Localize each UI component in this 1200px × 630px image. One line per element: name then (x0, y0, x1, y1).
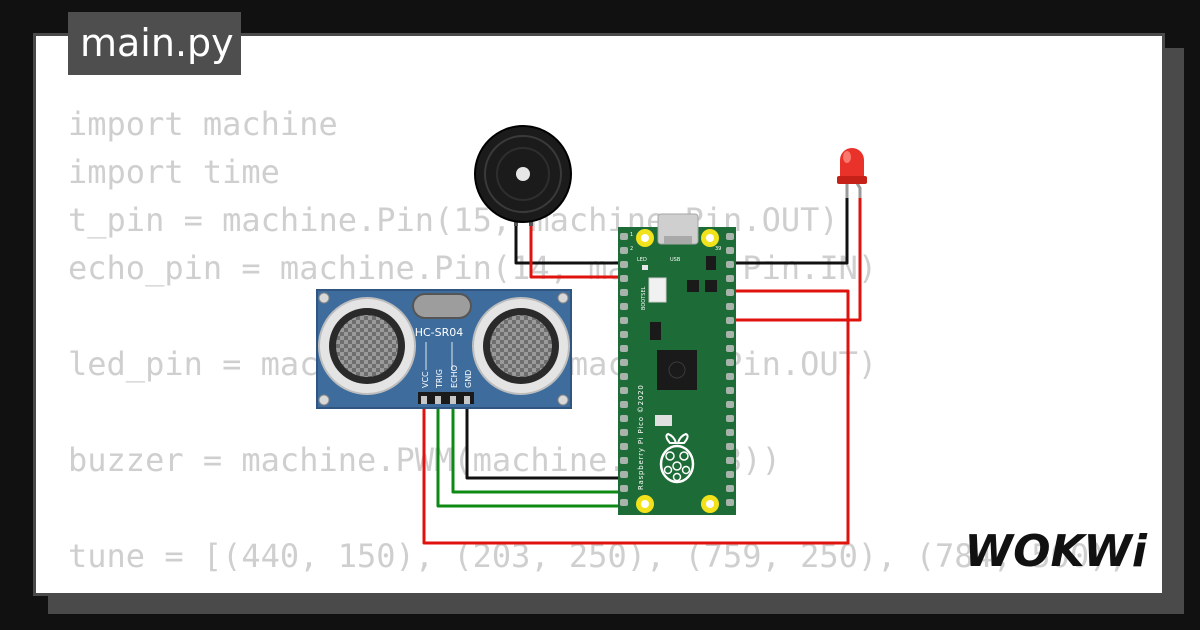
preview-card (33, 33, 1165, 596)
code-line: import time (68, 153, 280, 191)
pico-mounting-holes (636, 229, 719, 513)
sensor-pin-gnd-label: GND (464, 370, 473, 388)
raspberry-logo-icon (659, 432, 695, 484)
wokwi-logo: WOKWi (965, 526, 1148, 577)
pico-pin-1-label: 1 (630, 232, 633, 238)
buzzer[interactable] (474, 125, 572, 226)
sensor-pin-echo-label: ECHO (450, 365, 459, 388)
wire-gnd-black (465, 404, 628, 480)
pico-usb-label: USB (670, 257, 681, 263)
wire-trig-green (436, 404, 628, 508)
pico-bootsel-label: BOOTSEL (641, 286, 647, 310)
wire-echo-green (451, 404, 628, 494)
wire-led-red (728, 192, 862, 322)
pico-components (642, 256, 717, 426)
pico-silkscreen: Raspberry Pi Pico ©2020 (637, 384, 645, 490)
wire-buzzer-black (514, 222, 628, 265)
sensor-pin-trig-label: TRIG (435, 369, 444, 389)
ultrasonic-sensor[interactable]: HC-SR04 VCC TRIG ECHO GND (316, 289, 572, 409)
pico-pin-2-label: 2 (630, 246, 633, 252)
wire-buzzer-red (529, 222, 628, 279)
sensor-model-label: HC-SR04 (415, 326, 464, 339)
pico-pins-right (726, 233, 734, 506)
wokwi-logo-text: WOKWi (965, 526, 1148, 577)
pico-pin-39-label: 39 (715, 246, 721, 252)
raspberry-pi-pico[interactable]: 1 2 39 LED USB BOOTSEL Raspberry Pi Pico… (618, 213, 736, 515)
file-tab[interactable]: main.py (68, 12, 241, 75)
led[interactable] (837, 148, 867, 198)
pico-pins-left (620, 233, 628, 506)
transducer-right (472, 297, 570, 395)
pico-led-label: LED (637, 257, 647, 263)
wires (422, 192, 862, 545)
wire-vcc-red (422, 289, 850, 545)
code-line: import machine (68, 105, 338, 143)
wire-led-black (728, 192, 849, 265)
sensor-pin-header (418, 392, 474, 404)
sensor-pin-vcc-label: VCC (421, 371, 430, 388)
transducer-left (318, 297, 416, 395)
usb-connector (657, 213, 699, 245)
